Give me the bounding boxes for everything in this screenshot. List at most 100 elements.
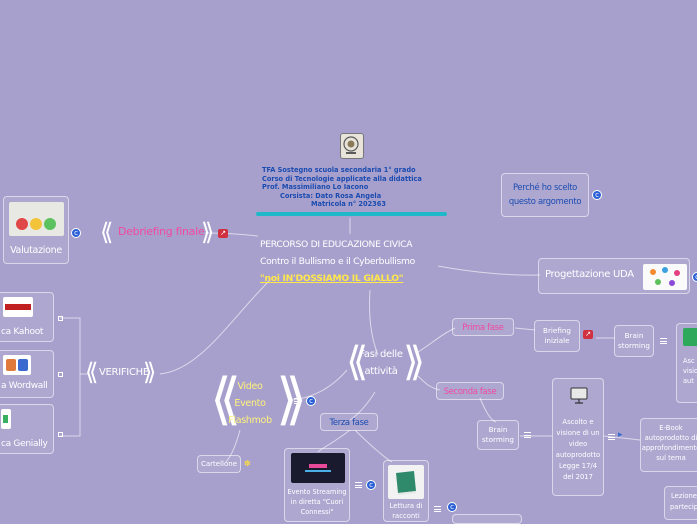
header-line-3: Prof. Massimiliano Lo Iacono: [262, 183, 369, 191]
link-icon-valutazione[interactable]: c: [71, 228, 81, 238]
wordwall-connector: [58, 372, 63, 377]
notes-icon-brainstorming-2[interactable]: [524, 432, 531, 438]
partial-bottom-card[interactable]: [452, 514, 522, 524]
bracket-right-video: ⟫: [276, 367, 308, 432]
header-text: TFA Sostegno scuola secondaria 1° grado …: [258, 166, 448, 209]
attachment-icon[interactable]: ↗: [218, 229, 228, 238]
fasi-node[interactable]: Fasi delle attività: [358, 346, 404, 380]
link-prima-briefing: [514, 327, 536, 331]
lezione-card[interactable]: Lezione partecip: [664, 486, 697, 520]
genially-image: [1, 409, 11, 429]
evento-image: [291, 453, 345, 483]
cartellone-card[interactable]: Cartellone: [197, 455, 241, 473]
kahoot-card[interactable]: ca Kahoot: [0, 292, 54, 342]
brainstorming-1-label: Brain storming: [618, 331, 650, 350]
partial-right-image: [683, 328, 697, 346]
notes-icon-ascolto[interactable]: [608, 434, 615, 440]
lettura-label: Lettura di racconti: [389, 502, 423, 520]
wordwall-image: [3, 355, 31, 375]
perche-card[interactable]: Perché ho scelto questo argomento: [501, 173, 589, 217]
notes-icon-video[interactable]: [294, 398, 301, 404]
briefing-card[interactable]: Briefing iniziale: [534, 320, 580, 352]
debriefing-node[interactable]: Debriefing finale: [118, 225, 205, 238]
link-icon-lettura[interactable]: c: [447, 502, 457, 512]
evento-label: Evento Streaming in diretta "Cuori Conne…: [287, 488, 347, 516]
link-central-verifiche: [159, 279, 271, 375]
kahoot-image: [3, 297, 33, 317]
wordwall-label: a Wordwall: [1, 381, 48, 391]
link-verifiche-items: [60, 317, 81, 437]
bracket-left-video: ⟪: [210, 367, 242, 432]
prima-fase-node[interactable]: Prima fase: [452, 318, 514, 336]
brush-icon: ✽: [244, 459, 251, 468]
bracket-left-verifiche: ⟪: [85, 358, 99, 386]
bracket-right-debriefing: ⟫: [201, 218, 215, 246]
genially-connector: [58, 432, 63, 437]
central-topic[interactable]: PERCORSO DI EDUCAZIONE CIVICA Contro il …: [260, 236, 450, 287]
header-underline: [256, 212, 447, 216]
valutazione-label: Valutazione: [10, 245, 62, 256]
seal-logo: [340, 133, 364, 159]
header-line-2: Corso di Tecnologie applicate alla didat…: [262, 174, 422, 183]
evento-card[interactable]: Evento Streaming in diretta "Cuori Conne…: [284, 448, 350, 522]
cartellone-label: Cartellone: [200, 460, 238, 468]
lettura-card[interactable]: Lettura di racconti: [383, 460, 429, 522]
link-icon-evento[interactable]: c: [366, 480, 376, 490]
valutazione-card[interactable]: Valutazione: [3, 196, 69, 264]
ascolto-card[interactable]: Ascolto e visione di un video autoprodot…: [552, 378, 604, 496]
book-image: [388, 465, 424, 499]
central-line-2: Contro il Bullismo e il Cyberbullismo: [260, 256, 415, 267]
progettazione-card[interactable]: Progettazione UDA: [538, 258, 690, 294]
fasi-label: Fasi delle attività: [359, 349, 403, 377]
video-node[interactable]: Video Evento Flashmob: [222, 378, 278, 429]
ascolto-label: Ascolto e visione di un video autoprodot…: [555, 418, 601, 481]
partial-right-label: Asc visione aut: [683, 357, 697, 385]
progettazione-label: Progettazione UDA: [545, 269, 634, 280]
genially-card[interactable]: ca Genially: [0, 404, 54, 454]
kahoot-connector: [58, 316, 63, 321]
brainstorming-2-card[interactable]: Brain storming: [477, 420, 519, 450]
bracket-left-fasi: ⟪: [346, 339, 369, 385]
seconda-fase-label: Seconda fase: [443, 386, 497, 396]
terza-fase-label: Terza fase: [329, 417, 369, 427]
brainstorming-1-card[interactable]: Brain storming: [614, 325, 654, 357]
link-central-progettazione: [437, 265, 541, 276]
video-label: Video Evento Flashmob: [228, 381, 272, 426]
link-seconda-brain2: [479, 397, 497, 423]
partial-right-card[interactable]: Asc visione aut: [676, 323, 697, 403]
lezione-label: Lezione partecip: [669, 492, 697, 511]
kahoot-label: ca Kahoot: [1, 327, 44, 337]
header-line-1: TFA Sostegno scuola secondaria 1° grado: [262, 166, 416, 174]
terza-fase-node[interactable]: Terza fase: [320, 413, 378, 431]
prima-fase-label: Prima fase: [462, 322, 504, 332]
emoji-faces-image: [9, 202, 64, 236]
video-link-icon[interactable]: ▸: [618, 430, 623, 440]
notes-icon-evento[interactable]: [355, 482, 362, 488]
central-line-1: PERCORSO DI EDUCAZIONE CIVICA: [260, 239, 413, 250]
link-terza-lettura: [354, 429, 393, 463]
perche-label: Perché ho scelto questo argomento: [508, 182, 582, 206]
university-seal-icon: [343, 136, 359, 154]
bracket-right-verifiche: ⟫: [143, 358, 157, 386]
monitor-icon: [570, 387, 588, 404]
bracket-right-fasi: ⟫: [403, 339, 426, 385]
link-icon-progettazione[interactable]: c: [692, 272, 697, 282]
attachment-icon-briefing[interactable]: ↗: [583, 330, 593, 339]
emoji-faces-icon: [16, 218, 56, 230]
ebook-label: E-Book autoprodotto di approfondimento s…: [641, 424, 697, 462]
notes-icon-lettura[interactable]: [434, 506, 441, 512]
ebook-card[interactable]: E-Book autoprodotto di approfondimento s…: [640, 418, 697, 472]
notes-icon-brainstorming-1[interactable]: [660, 338, 667, 344]
briefing-label: Briefing iniziale: [543, 326, 571, 345]
header-line-5: Matricola n° 202363: [311, 200, 386, 208]
wordwall-card[interactable]: a Wordwall: [0, 350, 54, 398]
genially-label: ca Genially: [1, 439, 48, 449]
colorful-icons-image: [650, 267, 680, 286]
header-line-4: Corsista: Dato Rosa Angela: [280, 191, 382, 200]
link-icon-video[interactable]: c: [306, 396, 316, 406]
video-player-image: [567, 383, 591, 407]
link-icon-perche[interactable]: c: [592, 190, 602, 200]
central-line-3[interactable]: "noi IN'DOSSIAMO IL GIALLO": [260, 273, 404, 284]
seconda-fase-node[interactable]: Seconda fase: [436, 382, 504, 400]
verifiche-node[interactable]: VERIFICHE: [99, 367, 149, 378]
